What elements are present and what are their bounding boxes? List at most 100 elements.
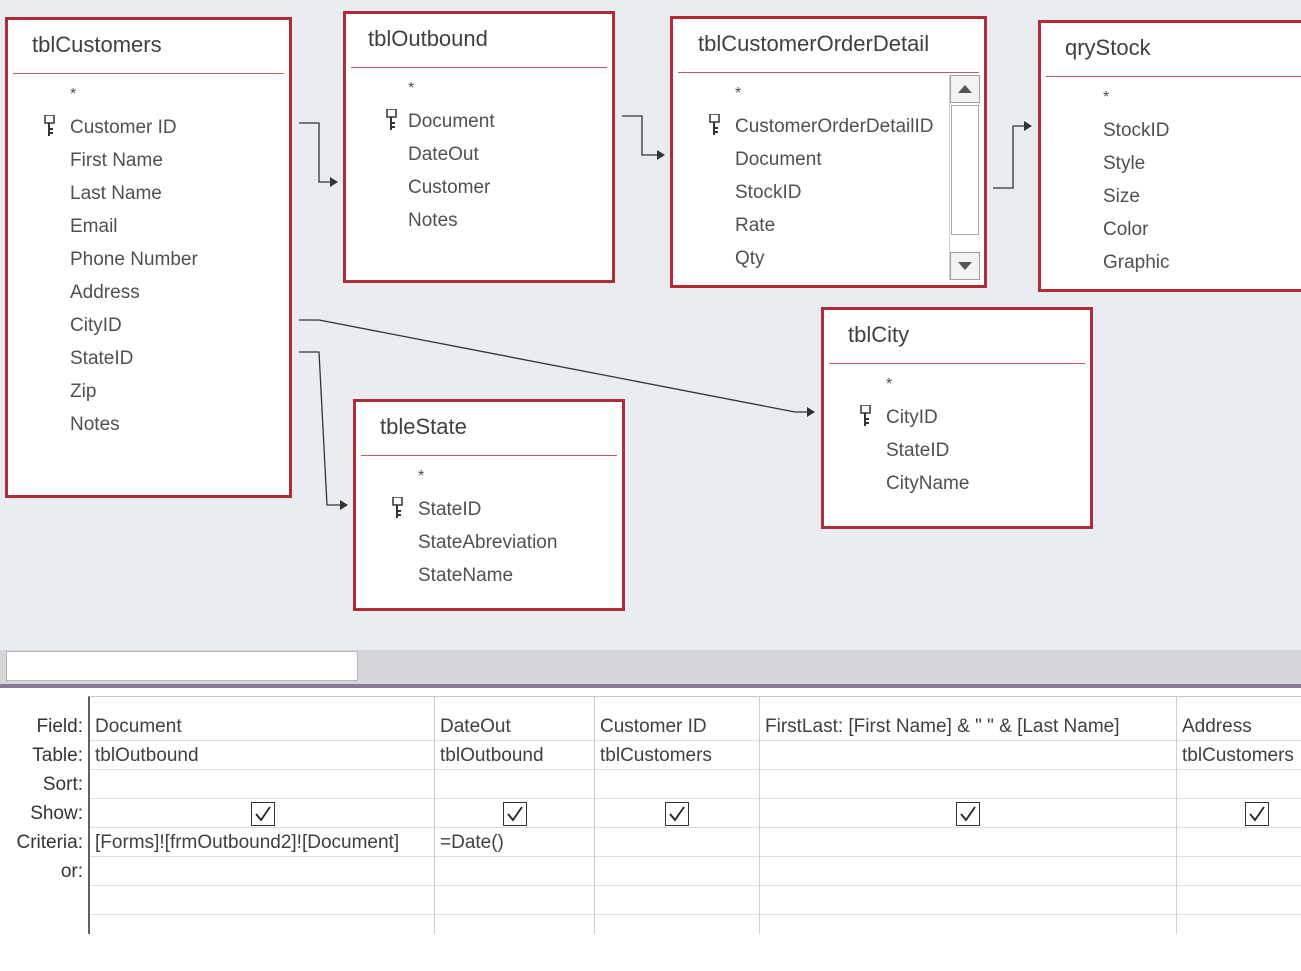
- table-cell[interactable]: tblOutbound: [435, 741, 594, 770]
- field-qty[interactable]: Qty: [735, 248, 765, 269]
- table-title[interactable]: tbleState: [380, 414, 467, 439]
- or-cell[interactable]: [760, 857, 1176, 886]
- field-last-name[interactable]: Last Name: [70, 183, 162, 204]
- criteria-cell[interactable]: [595, 828, 759, 857]
- criteria-cell[interactable]: [760, 828, 1176, 857]
- field-address[interactable]: Address: [70, 282, 140, 303]
- field-first-name[interactable]: First Name: [70, 150, 163, 171]
- criteria-cell[interactable]: =Date(): [435, 828, 594, 857]
- field-all[interactable]: *: [418, 468, 425, 485]
- grid-column-address[interactable]: Address tblCustomers: [1177, 697, 1301, 934]
- field-graphic[interactable]: Graphic: [1103, 252, 1170, 273]
- field-state-id[interactable]: StateID: [886, 440, 950, 461]
- field-email[interactable]: Email: [70, 216, 118, 237]
- field-list[interactable]: * Document DateOut Customer Notes: [346, 72, 612, 280]
- field-rate[interactable]: Rate: [735, 215, 776, 236]
- table-cell[interactable]: tblOutbound: [90, 741, 434, 770]
- field-phone-number[interactable]: Phone Number: [70, 249, 198, 270]
- or-cell[interactable]: [595, 857, 759, 886]
- field-color[interactable]: Color: [1103, 219, 1149, 240]
- or-cell[interactable]: [435, 857, 594, 886]
- table-cell[interactable]: tblCustomers: [1177, 741, 1301, 770]
- field-city-id[interactable]: CityID: [70, 315, 122, 336]
- field-city-id[interactable]: CityID: [824, 401, 1090, 434]
- field-state-id[interactable]: StateID: [356, 493, 622, 526]
- field-cell[interactable]: FirstLast: [First Name] & " " & [Last Na…: [760, 712, 1176, 741]
- field-all[interactable]: *: [70, 86, 77, 103]
- show-checkbox[interactable]: [1245, 802, 1269, 826]
- grid-column-dateout[interactable]: DateOut tblOutbound =Date(): [435, 697, 595, 934]
- extra-cell[interactable]: [595, 886, 759, 915]
- field-all[interactable]: *: [735, 85, 742, 102]
- table-cell[interactable]: [760, 741, 1176, 770]
- table-tblestate[interactable]: tbleState * StateID StateAbreviation Sta…: [353, 399, 625, 611]
- criteria-cell[interactable]: [1177, 828, 1301, 857]
- query-grid[interactable]: Document tblOutbound [Forms]![frmOutboun…: [88, 696, 1301, 934]
- grid-column-firstlast[interactable]: FirstLast: [First Name] & " " & [Last Na…: [760, 697, 1177, 934]
- grid-column-customer-id[interactable]: Customer ID tblCustomers: [595, 697, 760, 934]
- scrollbar-thumb[interactable]: [951, 105, 979, 235]
- field-all[interactable]: *: [408, 80, 415, 97]
- field-document[interactable]: Document: [735, 149, 822, 170]
- show-checkbox[interactable]: [956, 802, 980, 826]
- field-customer[interactable]: Customer: [408, 177, 491, 198]
- or-cell[interactable]: [90, 857, 434, 886]
- extra-cell[interactable]: [435, 886, 594, 915]
- show-checkbox[interactable]: [503, 802, 527, 826]
- field-list[interactable]: * CustomerOrderDetailID Document StockID…: [673, 77, 948, 285]
- show-checkbox[interactable]: [251, 802, 275, 826]
- extra-cell[interactable]: [1177, 886, 1301, 915]
- table-title[interactable]: tblOutbound: [368, 26, 488, 51]
- table-qrystock[interactable]: qryStock * StockID Style Size Color Grap…: [1038, 20, 1301, 292]
- sort-cell[interactable]: [1177, 770, 1301, 799]
- field-customer-order-detail-id[interactable]: CustomerOrderDetailID: [673, 110, 948, 143]
- extra-cell[interactable]: [90, 886, 434, 915]
- table-title[interactable]: tblCustomers: [32, 32, 162, 57]
- field-list[interactable]: * Customer ID First Name Last Name Email…: [8, 78, 289, 495]
- field-state-abreviation[interactable]: StateAbreviation: [418, 532, 558, 553]
- criteria-cell[interactable]: [Forms]![frmOutbound2]![Document]: [90, 828, 434, 857]
- field-state-name[interactable]: StateName: [418, 565, 514, 586]
- sort-cell[interactable]: [760, 770, 1176, 799]
- field-notes[interactable]: Notes: [408, 210, 458, 231]
- field-zip[interactable]: Zip: [70, 381, 97, 402]
- field-list[interactable]: * StateID StateAbreviation StateName: [356, 460, 622, 608]
- table-cell[interactable]: tblCustomers: [595, 741, 759, 770]
- field-cell[interactable]: Customer ID: [595, 712, 759, 741]
- table-tblcity[interactable]: tblCity * CityID StateID CityName: [821, 307, 1093, 529]
- pane-splitter[interactable]: [0, 684, 1301, 688]
- field-document[interactable]: Document: [346, 105, 612, 138]
- table-tblcustomers[interactable]: tblCustomers * Customer ID First Name La…: [5, 17, 292, 498]
- query-design-pane[interactable]: tblCustomers * Customer ID First Name La…: [0, 0, 1301, 650]
- field-size[interactable]: Size: [1103, 186, 1140, 207]
- scroll-down-button[interactable]: [950, 252, 980, 280]
- field-style[interactable]: Style: [1103, 153, 1146, 174]
- field-all[interactable]: *: [1103, 89, 1110, 106]
- grid-column-document[interactable]: Document tblOutbound [Forms]![frmOutboun…: [90, 697, 435, 934]
- field-stock-id[interactable]: StockID: [1103, 120, 1170, 141]
- field-all[interactable]: *: [886, 376, 893, 393]
- show-checkbox[interactable]: [665, 802, 689, 826]
- sort-cell[interactable]: [90, 770, 434, 799]
- sort-cell[interactable]: [435, 770, 594, 799]
- table-title[interactable]: tblCustomerOrderDetail: [698, 31, 930, 56]
- field-customer-id[interactable]: Customer ID: [8, 111, 289, 144]
- sort-cell[interactable]: [595, 770, 759, 799]
- horizontal-scrollbar[interactable]: [6, 651, 358, 681]
- field-city-name[interactable]: CityName: [886, 473, 970, 494]
- field-cell[interactable]: DateOut: [435, 712, 594, 741]
- vertical-scrollbar[interactable]: [949, 75, 980, 280]
- table-title[interactable]: qryStock: [1065, 35, 1151, 60]
- scroll-up-button[interactable]: [950, 75, 980, 103]
- field-cell[interactable]: Address: [1177, 712, 1301, 741]
- field-notes[interactable]: Notes: [70, 414, 120, 435]
- table-tbloutbound[interactable]: tblOutbound * Document DateOut Customer …: [343, 11, 615, 283]
- field-cell[interactable]: Document: [90, 712, 434, 741]
- field-stock-id[interactable]: StockID: [735, 182, 802, 203]
- field-list[interactable]: * StockID Style Size Color Graphic: [1041, 81, 1301, 289]
- extra-cell[interactable]: [760, 886, 1176, 915]
- table-title[interactable]: tblCity: [848, 322, 910, 347]
- or-cell[interactable]: [1177, 857, 1301, 886]
- table-tblcustomerorderdetail[interactable]: tblCustomerOrderDetail * CustomerOrderDe…: [670, 16, 987, 288]
- field-date-out[interactable]: DateOut: [408, 144, 479, 165]
